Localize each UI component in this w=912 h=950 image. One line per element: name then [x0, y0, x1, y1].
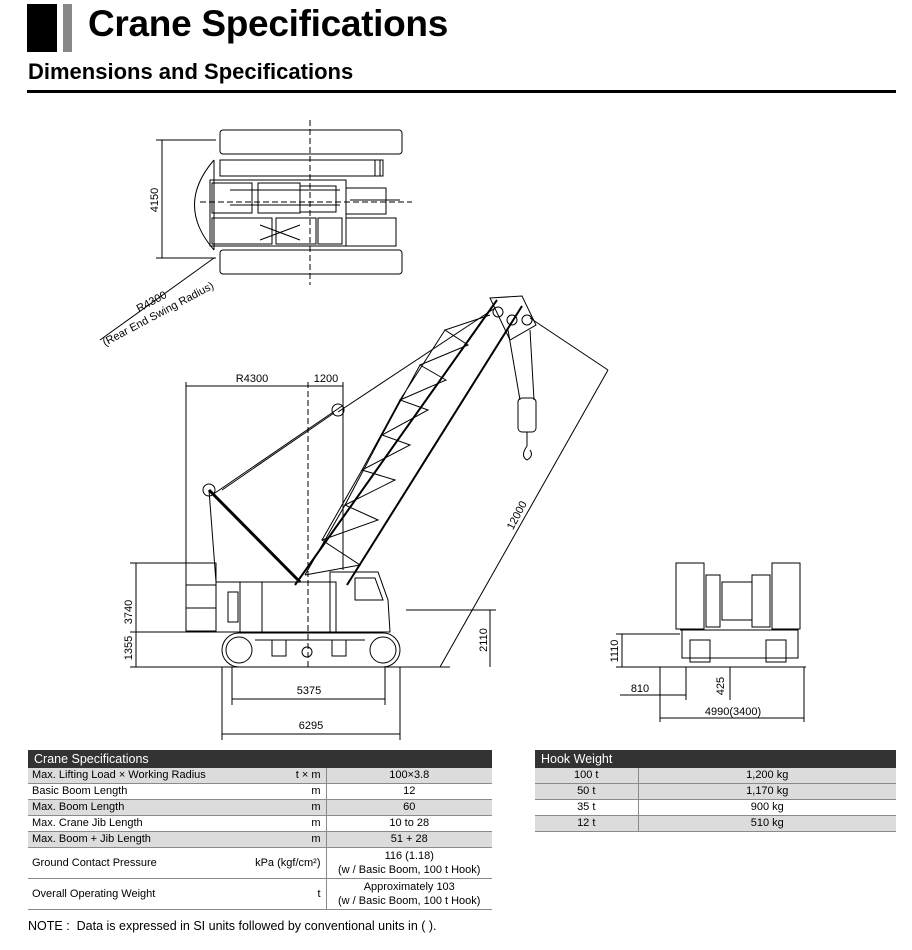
title-accent-bar [63, 4, 72, 52]
row-unit: t × m [228, 768, 326, 784]
row-label: Max. Crane Jib Length [28, 815, 228, 832]
row-label: Basic Boom Length [28, 783, 228, 800]
row-value: 100×3.8 [325, 768, 492, 784]
row-label: Ground Contact Pressure [28, 847, 228, 879]
dim-tail-radius: R4300 [236, 373, 268, 385]
dim-overall-width: 4990(3400) [705, 706, 761, 718]
title-accent-block [27, 4, 57, 52]
hook-weight: 1,170 kg [637, 783, 896, 800]
row-value-line2: (w / Basic Boom, 100 t Hook) [338, 895, 481, 907]
hook-capacity: 50 t [535, 783, 638, 800]
hook-weight: 510 kg [637, 815, 896, 832]
row-value-line1: Approximately 103 [363, 881, 455, 893]
table-row: 50 t 1,170 kg [535, 783, 896, 800]
section-subtitle: Dimensions and Specifications [28, 59, 354, 84]
hook-capacity: 35 t [535, 799, 638, 816]
table-row: 100 t 1,200 kg [535, 768, 896, 784]
hook-weight: 900 kg [637, 799, 896, 816]
dim-offset: 1200 [314, 373, 338, 385]
dim-track-height: 2110 [478, 628, 490, 652]
table-row: Overall Operating Weight t Approximately… [28, 878, 492, 910]
side-view [130, 295, 609, 740]
hook-table-header: Hook Weight [535, 750, 896, 768]
dim-shoe-width: 810 [631, 683, 649, 695]
row-unit: t [228, 878, 326, 910]
row-value: 51 + 28 [325, 831, 492, 848]
table-row: 35 t 900 kg [535, 799, 896, 816]
row-unit: m [228, 783, 326, 800]
table-row: Max. Boom Length m 60 [28, 799, 492, 816]
row-value-line2: (w / Basic Boom, 100 t Hook) [338, 864, 481, 876]
page-title: Crane Specifications [88, 3, 449, 44]
dim-front-clearance: 425 [715, 677, 727, 695]
dim-ground-clearance: 1355 [123, 636, 135, 660]
front-view [616, 562, 806, 722]
dim-swing-radius-note: (Rear End Swing Radius) [101, 280, 216, 349]
hook-weight: 1,200 kg [637, 768, 896, 784]
table-row: Ground Contact Pressure kPa (kgf/cm²) 11… [28, 847, 492, 879]
hook-capacity: 12 t [535, 815, 638, 832]
crane-dimension-drawing: 4150 R4300 (Rear End Swing Radius) R4300… [99, 120, 806, 740]
row-value: Approximately 103 (w / Basic Boom, 100 t … [325, 878, 492, 910]
dimension-labels: 4150 R4300 (Rear End Swing Radius) R4300… [101, 188, 761, 732]
row-label: Max. Boom + Jib Length [28, 831, 228, 848]
row-label: Max. Boom Length [28, 799, 228, 816]
dim-tumbler-distance: 5375 [297, 685, 321, 697]
table-row: 12 t 510 kg [535, 815, 896, 832]
dim-top-width: 4150 [149, 188, 161, 212]
top-view [99, 120, 412, 341]
dim-overall-length: 6295 [299, 720, 323, 732]
table-row: Max. Lifting Load × Working Radius t × m… [28, 768, 492, 784]
units-note: NOTE : Data is expressed in SI units fol… [28, 919, 437, 933]
row-unit: kPa (kgf/cm²) [228, 847, 326, 879]
title-rule [27, 90, 896, 93]
table-row: Basic Boom Length m 12 [28, 783, 492, 800]
table-row: Max. Boom + Jib Length m 51 + 28 [28, 831, 492, 848]
row-unit: m [228, 799, 326, 816]
row-value-line1: 116 (1.18) [384, 850, 434, 862]
row-label: Max. Lifting Load × Working Radius [28, 768, 228, 784]
hook-capacity: 100 t [535, 768, 638, 784]
row-unit: m [228, 831, 326, 848]
crane-specifications-table: Crane Specifications Max. Lifting Load ×… [28, 750, 492, 910]
dim-front-height: 1110 [609, 640, 621, 663]
row-value: 60 [325, 799, 492, 816]
row-unit: m [228, 815, 326, 832]
crane-table-header: Crane Specifications [28, 750, 492, 768]
row-value: 116 (1.18) (w / Basic Boom, 100 t Hook) [325, 847, 492, 879]
dim-height: 3740 [123, 600, 135, 624]
row-label: Overall Operating Weight [28, 878, 228, 910]
hook-weight-table: Hook Weight 100 t 1,200 kg 50 t 1,170 kg… [535, 750, 896, 832]
row-value: 10 to 28 [325, 815, 492, 832]
table-row: Max. Crane Jib Length m 10 to 28 [28, 815, 492, 832]
row-value: 12 [325, 783, 492, 800]
